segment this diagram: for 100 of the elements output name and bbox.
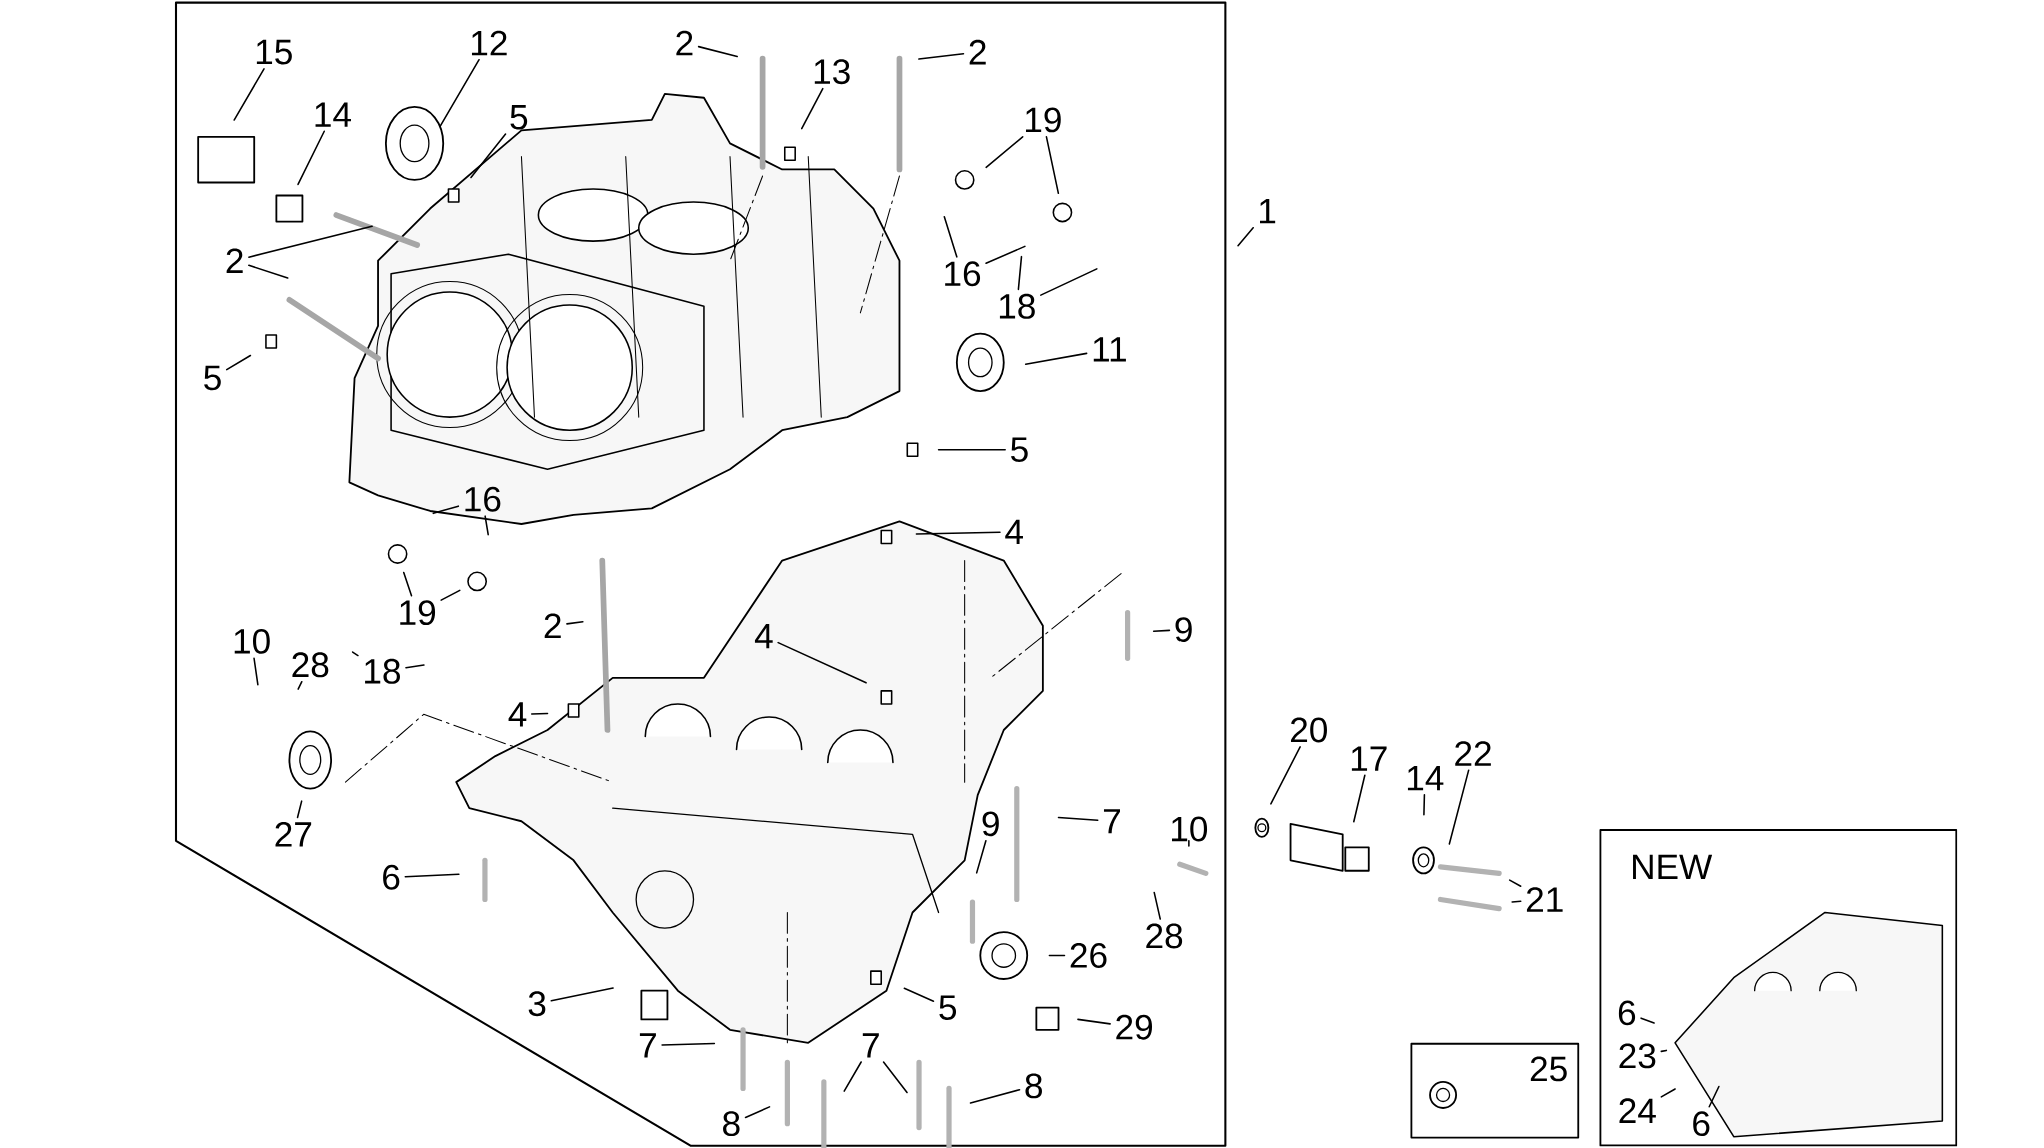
callout-number: 11 (1093, 337, 1126, 362)
callout-number: 6 (1618, 1000, 1636, 1026)
leader-line (1040, 267, 1098, 296)
leader-line (882, 1061, 908, 1094)
leader-line (1511, 900, 1522, 903)
callout-number: 22 (1455, 740, 1491, 766)
leader-line (1353, 774, 1366, 823)
callout-number: 24 (1619, 1098, 1656, 1123)
inset-box: 25 (1410, 1042, 1580, 1139)
callout-number: 28 (292, 652, 329, 678)
callout-number: 1 (1260, 198, 1276, 224)
leader-line (985, 135, 1024, 168)
leader-line (1152, 629, 1171, 632)
leader-line (697, 45, 738, 57)
leader-line (248, 264, 289, 279)
callout-number: 27 (275, 821, 312, 847)
leader-line (1057, 816, 1099, 821)
leader-line (744, 1105, 771, 1118)
leader-line (1077, 1018, 1111, 1025)
leader-line (297, 130, 326, 186)
leader-line (1045, 135, 1060, 194)
callout-number: 18 (365, 658, 400, 684)
callout-number: 2 (544, 613, 561, 638)
callout-number: 10 (1172, 816, 1208, 842)
leader-line (985, 245, 1026, 264)
leader-line (566, 620, 584, 625)
callout-number: 19 (400, 600, 436, 625)
callout-number: 16 (945, 261, 981, 286)
leader-line (969, 1088, 1021, 1104)
leader-line (1153, 891, 1162, 920)
callout-number: 2 (676, 30, 693, 56)
leader-line (843, 1061, 862, 1092)
leader-line (903, 987, 935, 1002)
callout-number: 29 (1116, 1014, 1152, 1040)
leader-line (1508, 879, 1522, 887)
callout-number: 28 (1146, 923, 1183, 949)
callout-number: 2 (226, 248, 243, 273)
leader-line (1708, 1085, 1720, 1108)
leader-line (1188, 839, 1190, 847)
leader-line (915, 531, 1001, 535)
callout-number: 2 (969, 39, 986, 65)
leader-line (225, 354, 252, 371)
leader-line (943, 215, 958, 258)
callout-number: 5 (204, 365, 221, 391)
leader-line (440, 589, 461, 601)
callout-number: 18 (999, 293, 1035, 319)
callout-number: 14 (315, 102, 351, 127)
leader-line (918, 52, 965, 60)
callout-number: 7 (639, 1033, 656, 1058)
callout-number: 15 (256, 39, 292, 65)
leader-line (975, 839, 987, 874)
callout-number: 6 (383, 864, 400, 890)
callout-number: 16 (465, 486, 501, 512)
callout-number: 10 (234, 628, 270, 654)
leader-line (1237, 226, 1254, 247)
callout-number: 5 (510, 104, 528, 130)
leader-line (800, 87, 824, 130)
leader-line (1660, 1088, 1676, 1098)
callout-number: 9 (982, 811, 999, 837)
leader-line (777, 641, 867, 684)
leader-line (1640, 1017, 1655, 1024)
callout-number: 6 (1693, 1111, 1710, 1136)
callout-number: 8 (1025, 1073, 1042, 1099)
callout-number: 8 (723, 1111, 740, 1136)
callout-number: 3 (528, 991, 546, 1016)
leader-line (439, 58, 480, 127)
leader-line (404, 873, 460, 878)
leader-line (296, 800, 303, 819)
callout-number: 23 (1619, 1043, 1656, 1069)
leader-line (937, 448, 1006, 451)
callout-number: 9 (1175, 616, 1192, 642)
leader-line (1270, 745, 1301, 805)
leader-line (661, 1042, 716, 1046)
leader-line (253, 657, 259, 686)
leader-line (1024, 352, 1088, 365)
leader-line (1017, 255, 1023, 290)
callout-number: 5 (1011, 437, 1028, 462)
leader-line (1448, 769, 1470, 845)
leader-line (550, 987, 614, 1002)
leader-line (402, 571, 413, 597)
leader-line (1048, 954, 1066, 957)
callout-number: 26 (1070, 942, 1107, 968)
leader-line (405, 664, 425, 669)
leader-line (530, 712, 549, 715)
callout-number: 4 (508, 702, 527, 727)
leader-line (351, 651, 359, 657)
leader-line (432, 505, 460, 514)
leader-line (470, 133, 507, 179)
leader-line (248, 225, 373, 258)
callout-number: 5 (939, 995, 957, 1020)
callout-number: 13 (814, 59, 850, 84)
callout-number: 14 (1407, 765, 1444, 791)
callout-number: 21 (1526, 886, 1563, 912)
callout-number: 19 (1026, 107, 1061, 133)
leader-line (1423, 793, 1426, 816)
callout-number: 7 (862, 1033, 879, 1058)
leader-line (297, 680, 303, 690)
callout-number: 4 (1005, 519, 1023, 544)
callout-number: 17 (1351, 746, 1387, 771)
leader-line (1660, 1049, 1668, 1052)
